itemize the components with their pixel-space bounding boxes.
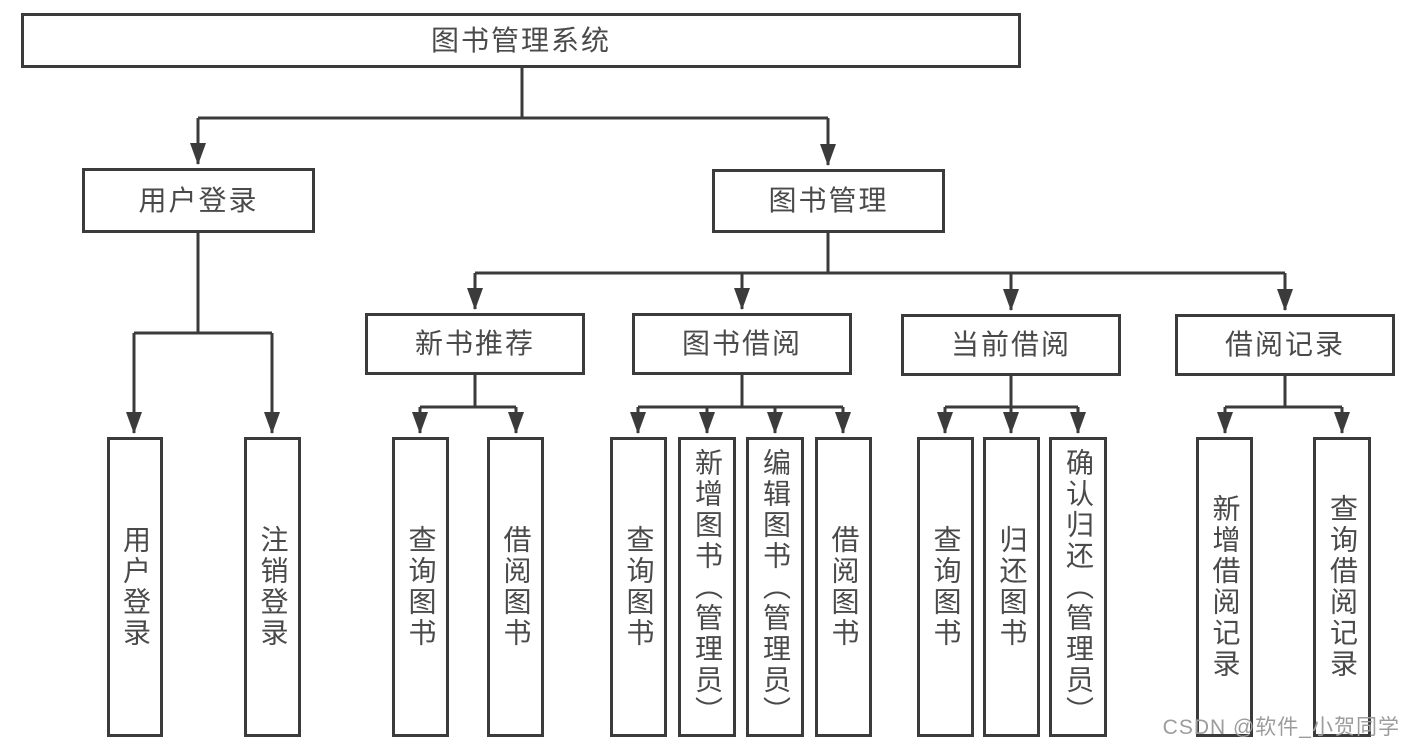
node-query-books-3-label: 查询图书: [930, 525, 962, 649]
node-library-system: 图书管理系统: [21, 13, 1021, 68]
node-query-borrow-record: 查询借阅记录: [1313, 437, 1371, 737]
node-add-book-admin-label: 新增图书（管理员）: [692, 447, 723, 727]
node-library-system-label: 图书管理系统: [430, 24, 611, 56]
node-return-book-label: 归还图书: [996, 525, 1028, 649]
node-query-books-2-label: 查询图书: [623, 525, 655, 649]
node-user-login-label: 用户登录: [138, 184, 259, 216]
node-user-login-leaf-label: 用户登录: [120, 525, 151, 649]
node-borrow-books-2: 借阅图书: [815, 437, 872, 737]
node-query-books-1: 查询图书: [392, 437, 449, 737]
node-confirm-return-admin: 确认归还（管理员）: [1049, 437, 1107, 737]
node-borrow-books-2-label: 借阅图书: [828, 525, 860, 649]
node-new-book-recommend: 新书推荐: [365, 313, 585, 375]
node-new-book-recommend-label: 新书推荐: [414, 328, 535, 359]
node-book-management-label: 图书管理: [768, 185, 889, 216]
node-edit-book-admin-label: 编辑图书（管理员）: [760, 447, 791, 727]
node-borrow-books-1-label: 借阅图书: [500, 525, 532, 649]
node-user-login: 用户登录: [82, 168, 315, 233]
node-add-borrow-record: 新增借阅记录: [1196, 437, 1253, 737]
node-return-book: 归还图书: [983, 437, 1040, 737]
node-add-book-admin: 新增图书（管理员）: [678, 437, 736, 737]
node-user-login-leaf: 用户登录: [107, 437, 163, 737]
node-book-management: 图书管理: [712, 169, 945, 233]
node-confirm-return-admin-label: 确认归还（管理员）: [1063, 447, 1094, 727]
node-borrow-records: 借阅记录: [1175, 314, 1395, 376]
node-book-borrow: 图书借阅: [632, 313, 852, 375]
node-query-books-1-label: 查询图书: [405, 525, 437, 649]
node-logout-leaf: 注销登录: [244, 437, 301, 737]
node-edit-book-admin: 编辑图书（管理员）: [746, 437, 804, 737]
node-query-borrow-record-label: 查询借阅记录: [1327, 494, 1358, 680]
node-borrow-records-label: 借阅记录: [1224, 329, 1345, 360]
node-query-books-2: 查询图书: [610, 437, 667, 737]
node-current-borrow: 当前借阅: [901, 314, 1121, 376]
node-borrow-books-1: 借阅图书: [487, 437, 544, 737]
node-add-borrow-record-label: 新增借阅记录: [1209, 494, 1241, 680]
node-book-borrow-label: 图书借阅: [681, 328, 802, 359]
node-query-books-3: 查询图书: [917, 437, 974, 737]
node-current-borrow-label: 当前借阅: [950, 329, 1071, 360]
node-logout-leaf-label: 注销登录: [257, 525, 289, 649]
